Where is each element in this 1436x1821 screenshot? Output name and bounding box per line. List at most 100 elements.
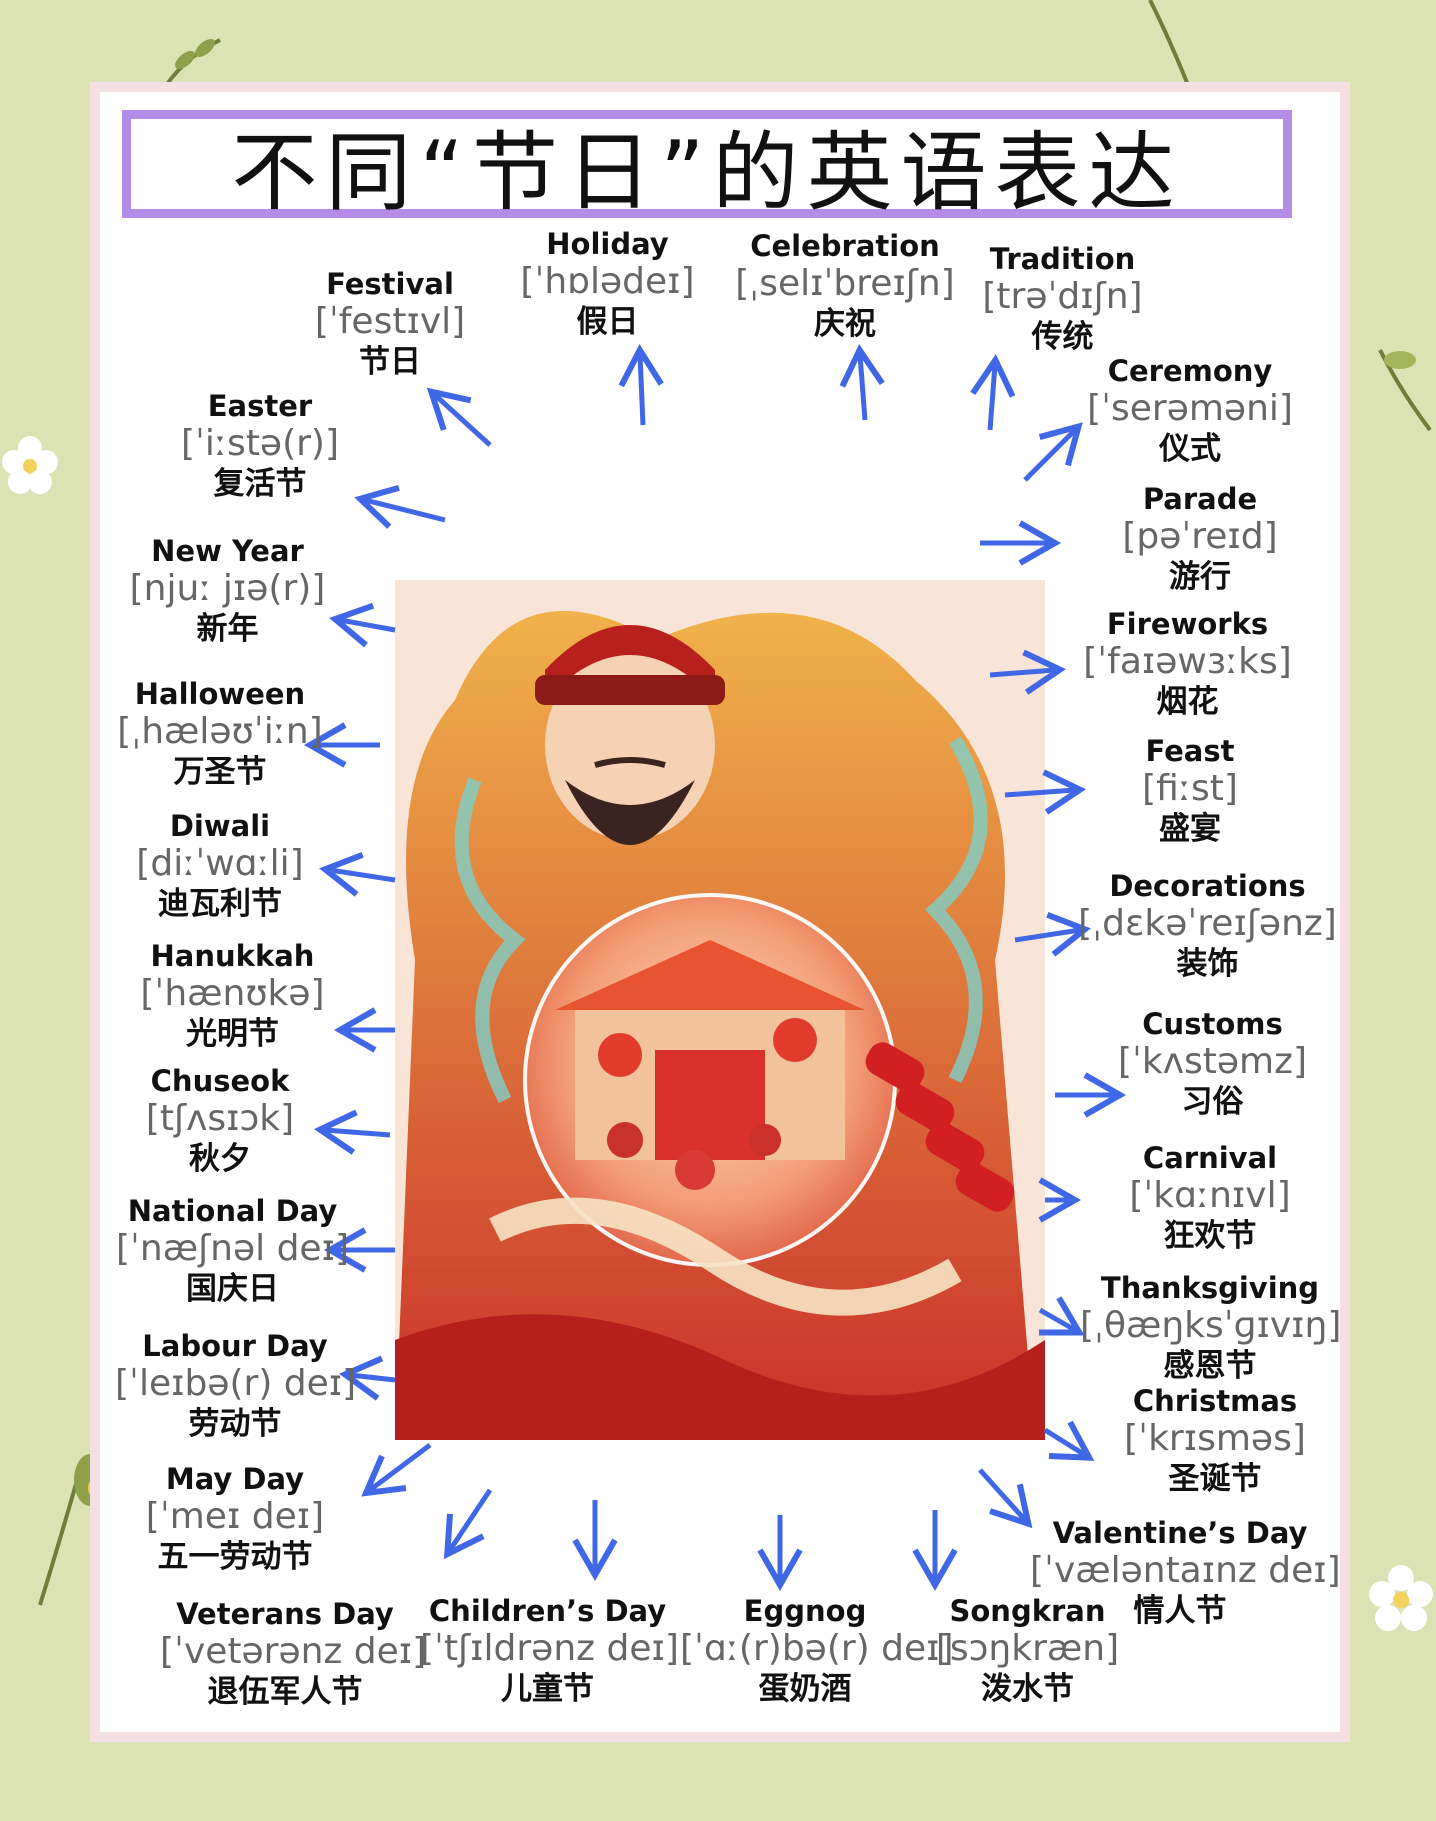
english-word: National Day [127, 1194, 338, 1228]
english-word: Thanksgiving [1100, 1271, 1320, 1305]
word-parade: Parade [pəˈreɪd] 游行 [1095, 482, 1305, 596]
word-labour: Labour Day [ˈleɪbə(r) deɪ] 劳动节 [115, 1329, 357, 1443]
word-feast: Feast [fiːst] 盛宴 [1115, 734, 1265, 848]
word-mayday: May Day [ˈmeɪ deɪ] 五一劳动节 [130, 1462, 340, 1576]
title-box: 不同“节日”的英语表达 [122, 110, 1292, 223]
chinese-meaning: 国庆日 [186, 1270, 279, 1307]
chinese-meaning: 传统 [1031, 318, 1094, 355]
chinese-meaning: 仪式 [1159, 430, 1221, 467]
phonetic: [ˈmeɪ deɪ] [145, 1496, 325, 1538]
chinese-meaning: 秋夕 [189, 1140, 251, 1177]
phonetic: [ˌθæŋksˈɡɪvɪŋ] [1080, 1305, 1342, 1347]
chinese-meaning: 装饰 [1176, 945, 1239, 982]
phonetic: [ˈkrɪsməs] [1124, 1418, 1306, 1460]
branch-decoration-top-right [1148, 0, 1197, 95]
english-word: Songkran [949, 1594, 1106, 1628]
phonetic: [pəˈreɪd] [1122, 516, 1278, 558]
word-valentines: Valentine’s Day [ˈvæləntaɪnz deɪ] 情人节 [1030, 1516, 1341, 1630]
chinese-meaning: 儿童节 [501, 1670, 594, 1707]
phonetic: [tʃʌsɪɔk] [145, 1098, 295, 1140]
english-word: Celebration [750, 229, 940, 263]
page-title: 不同“节日”的英语表达 [231, 122, 1183, 223]
english-word: Customs [1142, 1007, 1283, 1041]
english-word: Tradition [989, 242, 1136, 276]
word-festival: Festival [ˈfestɪvl] 节日 [290, 267, 490, 381]
word-customs: Customs [ˈkʌstəmz] 习俗 [1100, 1007, 1325, 1121]
word-easter: Easter [ˈiːstə(r)] 复活节 [165, 389, 355, 503]
english-word: Halloween [134, 677, 306, 711]
word-holiday: Holiday [ˈhɒlədeɪ] 假日 [505, 227, 710, 341]
word-national: National Day [ˈnæʃnəl deɪ] 国庆日 [115, 1194, 350, 1308]
phonetic: [ˈkɑːnɪvl] [1129, 1175, 1291, 1217]
phonetic: [ˈhɒlədeɪ] [520, 261, 695, 303]
chinese-meaning: 劳动节 [188, 1405, 282, 1442]
english-word: Veterans Day [176, 1597, 394, 1631]
phonetic: [ˈkʌstəmz] [1117, 1041, 1308, 1083]
word-thanksgiving: Thanksgiving [ˌθæŋksˈɡɪvɪŋ] 感恩节 [1080, 1271, 1342, 1385]
phonetic: [fiːst] [1142, 768, 1238, 810]
english-word: Chuseok [150, 1064, 290, 1098]
english-word: New Year [151, 534, 304, 568]
phonetic: [ˈnæʃnəl deɪ] [115, 1228, 350, 1270]
phonetic: [ˈfestɪvl] [314, 301, 466, 343]
phonetic: [ˈvæləntaɪnz deɪ] [1030, 1550, 1341, 1592]
word-tradition: Tradition [trəˈdɪʃn] 传统 [975, 242, 1150, 356]
chinese-meaning: 习俗 [1181, 1083, 1244, 1120]
english-word: Easter [207, 389, 313, 423]
phonetic: [diːˈwɑːli] [136, 843, 304, 885]
word-halloween: Halloween [ˌhæləʊˈiːn] 万圣节 [115, 677, 325, 791]
leaf-decoration-top-left [158, 38, 221, 96]
chinese-meaning: 泼水节 [981, 1670, 1074, 1707]
chinese-meaning: 游行 [1169, 558, 1231, 595]
chinese-meaning: 烟花 [1156, 683, 1219, 720]
english-word: Hanukkah [150, 939, 315, 973]
chinese-meaning: 五一劳动节 [157, 1538, 313, 1575]
phonetic: [ˈhænʊkə] [140, 973, 325, 1015]
word-decorations: Decorations [ˌdɛkəˈreɪʃənz] 装饰 [1075, 869, 1340, 983]
english-word: Fireworks [1106, 607, 1269, 641]
chinese-meaning: 新年 [196, 610, 259, 647]
word-ceremony: Ceremony [ˈserəməni] 仪式 [1075, 354, 1305, 468]
phonetic: [ˌdɛkəˈreɪʃənz] [1078, 903, 1337, 945]
english-word: Children’s Day [428, 1594, 667, 1628]
english-word: Parade [1142, 482, 1258, 516]
word-songkran: Songkran [sɔŋkræn] 泼水节 [935, 1594, 1120, 1708]
word-fireworks: Fireworks [ˈfaɪəwɜːks] 烟花 [1065, 607, 1310, 721]
phonetic: [ˈvetərənz deɪ] [160, 1631, 427, 1673]
phonetic: [trəˈdɪʃn] [982, 276, 1143, 318]
word-eggnog: Eggnog [ˈɑː(r)bə(r) deɪ] 蛋奶酒 [680, 1594, 954, 1708]
word-chuseok: Chuseok [tʃʌsɪɔk] 秋夕 [135, 1064, 305, 1178]
english-word: Feast [1145, 734, 1235, 768]
english-word: Labour Day [142, 1329, 328, 1363]
word-celebration: Celebration [ˌselɪˈbreɪʃn] 庆祝 [725, 229, 965, 343]
phonetic: [ˈɑː(r)bə(r) deɪ] [680, 1628, 954, 1670]
chinese-meaning: 庆祝 [814, 305, 876, 342]
phonetic: [ˈleɪbə(r) deɪ] [115, 1363, 357, 1405]
word-childrens: Children’s Day [ˈtʃɪldrənz deɪ] 儿童节 [420, 1594, 679, 1708]
english-word: Carnival [1142, 1141, 1278, 1175]
word-diwali: Diwali [diːˈwɑːli] 迪瓦利节 [115, 809, 325, 923]
english-word: Eggnog [743, 1594, 867, 1628]
chinese-meaning: 迪瓦利节 [158, 885, 282, 922]
chinese-meaning: 假日 [576, 303, 639, 340]
english-word: May Day [165, 1462, 305, 1496]
word-christmas: Christmas [ˈkrɪsməs] 圣诞节 [1100, 1384, 1330, 1498]
chinese-meaning: 圣诞节 [1168, 1460, 1262, 1497]
chinese-meaning: 万圣节 [173, 753, 267, 790]
chinese-meaning: 光明节 [186, 1015, 279, 1052]
chinese-meaning: 情人节 [1133, 1592, 1227, 1629]
word-veterans: Veterans Day [ˈvetərənz deɪ] 退伍军人节 [160, 1597, 427, 1711]
leaf-decoration-bottom-left [38, 1454, 110, 1606]
phonetic: [ˈserəməni] [1087, 388, 1293, 430]
english-word: Holiday [546, 227, 669, 261]
flower-decoration-left [2, 436, 58, 494]
chinese-meaning: 蛋奶酒 [758, 1670, 852, 1707]
phonetic: [ˌselɪˈbreɪʃn] [735, 263, 955, 305]
word-carnival: Carnival [ˈkɑːnɪvl] 狂欢节 [1105, 1141, 1315, 1255]
english-word: Diwali [169, 809, 271, 843]
flower-decoration-bottom-right [1369, 1565, 1433, 1631]
phonetic: [sɔŋkræn] [935, 1628, 1120, 1670]
leaf-decoration-right [1378, 349, 1432, 432]
word-hanukkah: Hanukkah [ˈhænʊkə] 光明节 [120, 939, 345, 1053]
english-word: Ceremony [1107, 354, 1273, 388]
